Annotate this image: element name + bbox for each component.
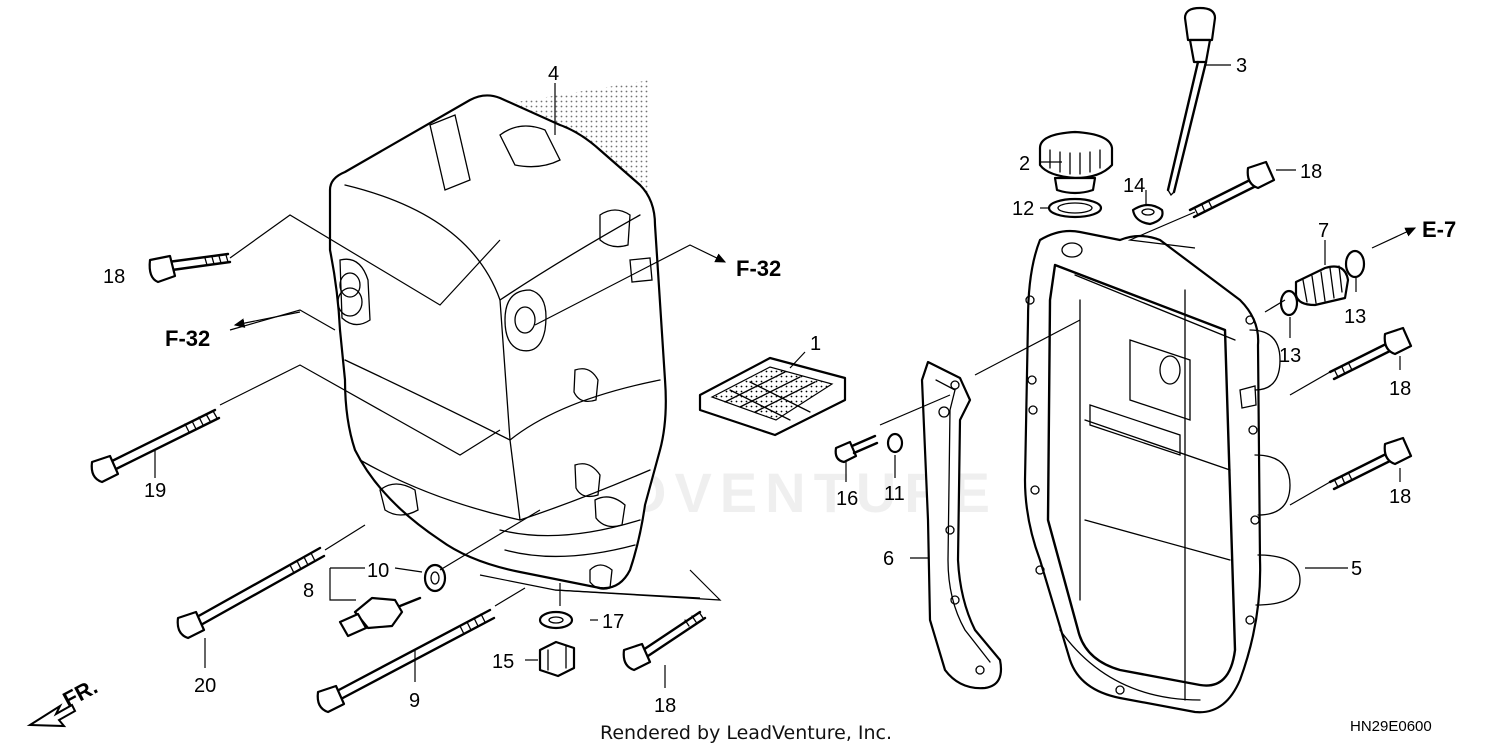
callout-14: 14 bbox=[1123, 175, 1145, 197]
dipstick bbox=[1166, 6, 1217, 197]
bolt-18-bottom bbox=[622, 610, 707, 672]
ref-e7: E-7 bbox=[1422, 217, 1456, 242]
oil-strainer-screen bbox=[698, 356, 847, 437]
leader-lines bbox=[154, 64, 1417, 688]
callout-20: 20 bbox=[194, 675, 216, 697]
callout-4: 4 bbox=[548, 63, 559, 85]
credit-text: Rendered by LeadVenture, Inc. bbox=[600, 722, 892, 744]
front-direction-arrow: FR. bbox=[26, 674, 102, 728]
callout-1: 1 bbox=[810, 333, 821, 355]
oil-sensor-8 bbox=[338, 596, 422, 638]
ref-f32-right: F-32 bbox=[736, 256, 781, 281]
drain-plug-7 bbox=[1294, 265, 1350, 307]
bolt-20 bbox=[176, 546, 326, 640]
callout-11: 11 bbox=[884, 483, 905, 505]
washer-17 bbox=[538, 610, 574, 630]
crankcase-cover-left bbox=[328, 80, 667, 590]
washer-10 bbox=[423, 563, 447, 593]
callout-17: 17 bbox=[602, 611, 624, 633]
callout-12: 12 bbox=[1012, 198, 1034, 220]
washer-11 bbox=[886, 432, 904, 454]
o-ring-13a bbox=[1279, 289, 1299, 317]
callout-18-left: 18 bbox=[103, 266, 125, 288]
cover-gasket bbox=[920, 360, 1003, 690]
callout-10: 10 bbox=[367, 560, 389, 582]
callout-5: 5 bbox=[1351, 558, 1362, 580]
callout-18-bottom: 18 bbox=[654, 695, 676, 717]
callout-8: 8 bbox=[303, 580, 314, 602]
callout-16: 16 bbox=[836, 488, 858, 510]
bolt-19 bbox=[90, 408, 221, 484]
callout-2: 2 bbox=[1019, 153, 1030, 175]
diagram-code: HN29E0600 bbox=[1350, 718, 1432, 735]
ref-f32-left: F-32 bbox=[165, 326, 210, 351]
washer-dipstick bbox=[1131, 203, 1164, 226]
callout-13-right: 13 bbox=[1344, 306, 1366, 328]
callout-13-left: 13 bbox=[1279, 345, 1301, 367]
callout-9: 9 bbox=[409, 690, 420, 712]
o-ring-13b bbox=[1344, 249, 1366, 279]
drain-bolt-15 bbox=[538, 640, 576, 678]
bolt-18-top-right bbox=[1188, 160, 1276, 219]
callout-18-right-lower: 18 bbox=[1389, 486, 1411, 508]
oil-filler-cap bbox=[1038, 130, 1114, 195]
bolt-18-right-upper bbox=[1328, 326, 1413, 381]
bolt-9 bbox=[316, 608, 496, 714]
callout-6: 6 bbox=[883, 548, 894, 570]
callout-15: 15 bbox=[492, 651, 514, 673]
callout-19: 19 bbox=[144, 480, 166, 502]
bolt-18-left bbox=[148, 252, 232, 284]
callout-7: 7 bbox=[1318, 220, 1329, 242]
bolt-16 bbox=[834, 434, 879, 464]
callout-18-top-right: 18 bbox=[1300, 161, 1322, 183]
o-ring-cap bbox=[1047, 197, 1103, 219]
bolt-18-right-lower bbox=[1328, 436, 1413, 491]
crankcase-cover-right bbox=[1023, 229, 1301, 714]
callout-18-right-upper: 18 bbox=[1389, 378, 1411, 400]
front-label: FR. bbox=[59, 674, 102, 713]
callout-3: 3 bbox=[1236, 55, 1247, 77]
